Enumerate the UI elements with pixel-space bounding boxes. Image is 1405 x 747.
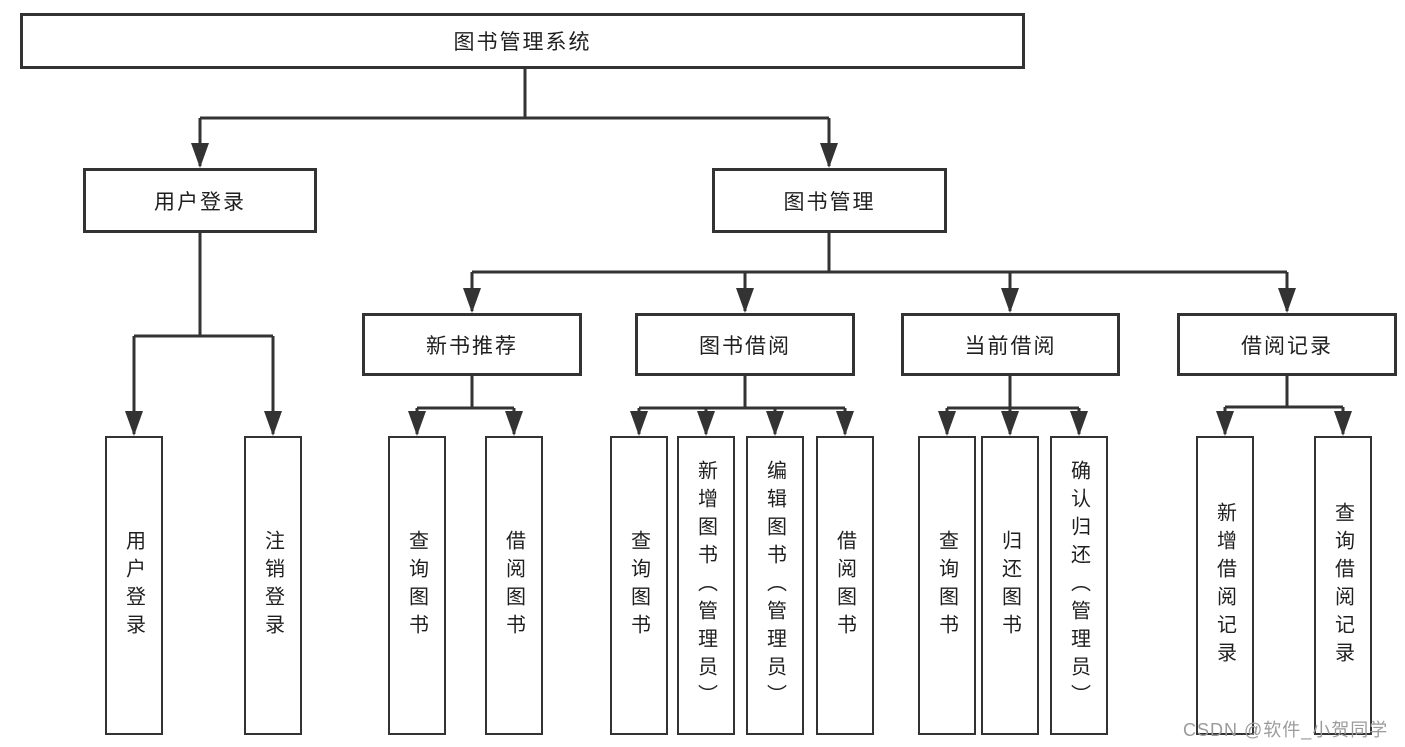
node-label: 新增借阅记录	[1213, 501, 1236, 670]
arrowhead	[505, 411, 523, 436]
arrowhead	[264, 411, 282, 436]
watermark: CSDN @软件_小贺同学	[1183, 720, 1389, 740]
arrowhead	[1278, 288, 1296, 313]
arrowhead	[191, 143, 209, 168]
node-label: 用户登录	[122, 529, 145, 642]
connector-group-borrowing-records	[1216, 376, 1352, 436]
node-label: 借阅图书	[502, 529, 525, 642]
connector-group-user-login	[125, 233, 282, 436]
connector-group-new-book-recommend	[408, 376, 523, 436]
arrowhead	[938, 411, 956, 436]
leaf-current-query-books: 查询图书	[918, 436, 976, 735]
arrowhead	[463, 288, 481, 313]
node-label: 归还图书	[998, 529, 1021, 642]
leaf-records-query-record: 查询借阅记录	[1314, 436, 1372, 735]
arrowhead	[736, 288, 754, 313]
leaf-recommend-borrow-books: 借阅图书	[485, 436, 543, 735]
arrowhead	[125, 411, 143, 436]
node-label: 图书借阅	[699, 334, 791, 358]
node-label: 新书推荐	[426, 334, 518, 358]
node-label: 图书管理系统	[453, 31, 592, 54]
arrowhead	[697, 411, 715, 436]
node-label: 图书管理	[783, 190, 876, 214]
leaf-borrowing-edit-books: 编辑图书（管理员）	[746, 436, 804, 735]
leaf-borrowing-add-books: 新增图书（管理员）	[677, 436, 735, 735]
arrowhead	[820, 143, 838, 168]
node-label: 新增图书（管理员）	[694, 459, 717, 712]
arrowhead	[1001, 288, 1019, 313]
arrowhead	[1001, 411, 1019, 436]
node-label: 查询借阅记录	[1331, 501, 1354, 670]
node-label: 查询图书	[935, 529, 958, 642]
node-book-borrowing: 图书借阅	[635, 313, 855, 376]
node-library-system: 图书管理系统	[20, 13, 1025, 69]
connector-group-current-borrowing	[938, 376, 1088, 436]
node-book-management: 图书管理	[712, 168, 947, 233]
node-label: 查询图书	[627, 529, 650, 642]
arrowhead	[1334, 411, 1352, 436]
leaf-recommend-query-books: 查询图书	[388, 436, 446, 735]
leaf-current-return-books: 归还图书	[981, 436, 1039, 735]
node-new-book-recommend: 新书推荐	[362, 313, 582, 376]
leaf-borrowing-borrow-books: 借阅图书	[816, 436, 874, 735]
node-label: 借阅图书	[833, 529, 856, 642]
node-label: 查询图书	[405, 529, 428, 642]
leaf-logout: 注销登录	[244, 436, 302, 735]
leaf-user-login: 用户登录	[105, 436, 163, 735]
node-label: 借阅记录	[1241, 334, 1333, 358]
leaf-current-confirm-return: 确认归还（管理员）	[1050, 436, 1108, 735]
arrowhead	[408, 411, 426, 436]
leaf-records-add-record: 新增借阅记录	[1196, 436, 1254, 735]
connector-group-root	[191, 69, 838, 168]
node-label: 确认归还（管理员）	[1067, 459, 1090, 712]
node-label: 用户登录	[154, 190, 246, 214]
node-borrowing-records: 借阅记录	[1177, 313, 1397, 376]
connector-group-book-management	[463, 233, 1296, 313]
arrowhead	[630, 411, 648, 436]
leaf-borrowing-query-books: 查询图书	[610, 436, 668, 735]
arrowhead	[836, 411, 854, 436]
arrowhead	[766, 411, 784, 436]
connector-group-book-borrowing	[630, 376, 854, 436]
node-current-borrowing: 当前借阅	[901, 313, 1120, 376]
arrowhead	[1070, 411, 1088, 436]
node-label: 当前借阅	[964, 334, 1057, 358]
node-label: 编辑图书（管理员）	[763, 459, 786, 712]
node-user-login: 用户登录	[83, 168, 317, 233]
arrowhead	[1216, 411, 1234, 436]
node-label: 注销登录	[261, 529, 284, 642]
